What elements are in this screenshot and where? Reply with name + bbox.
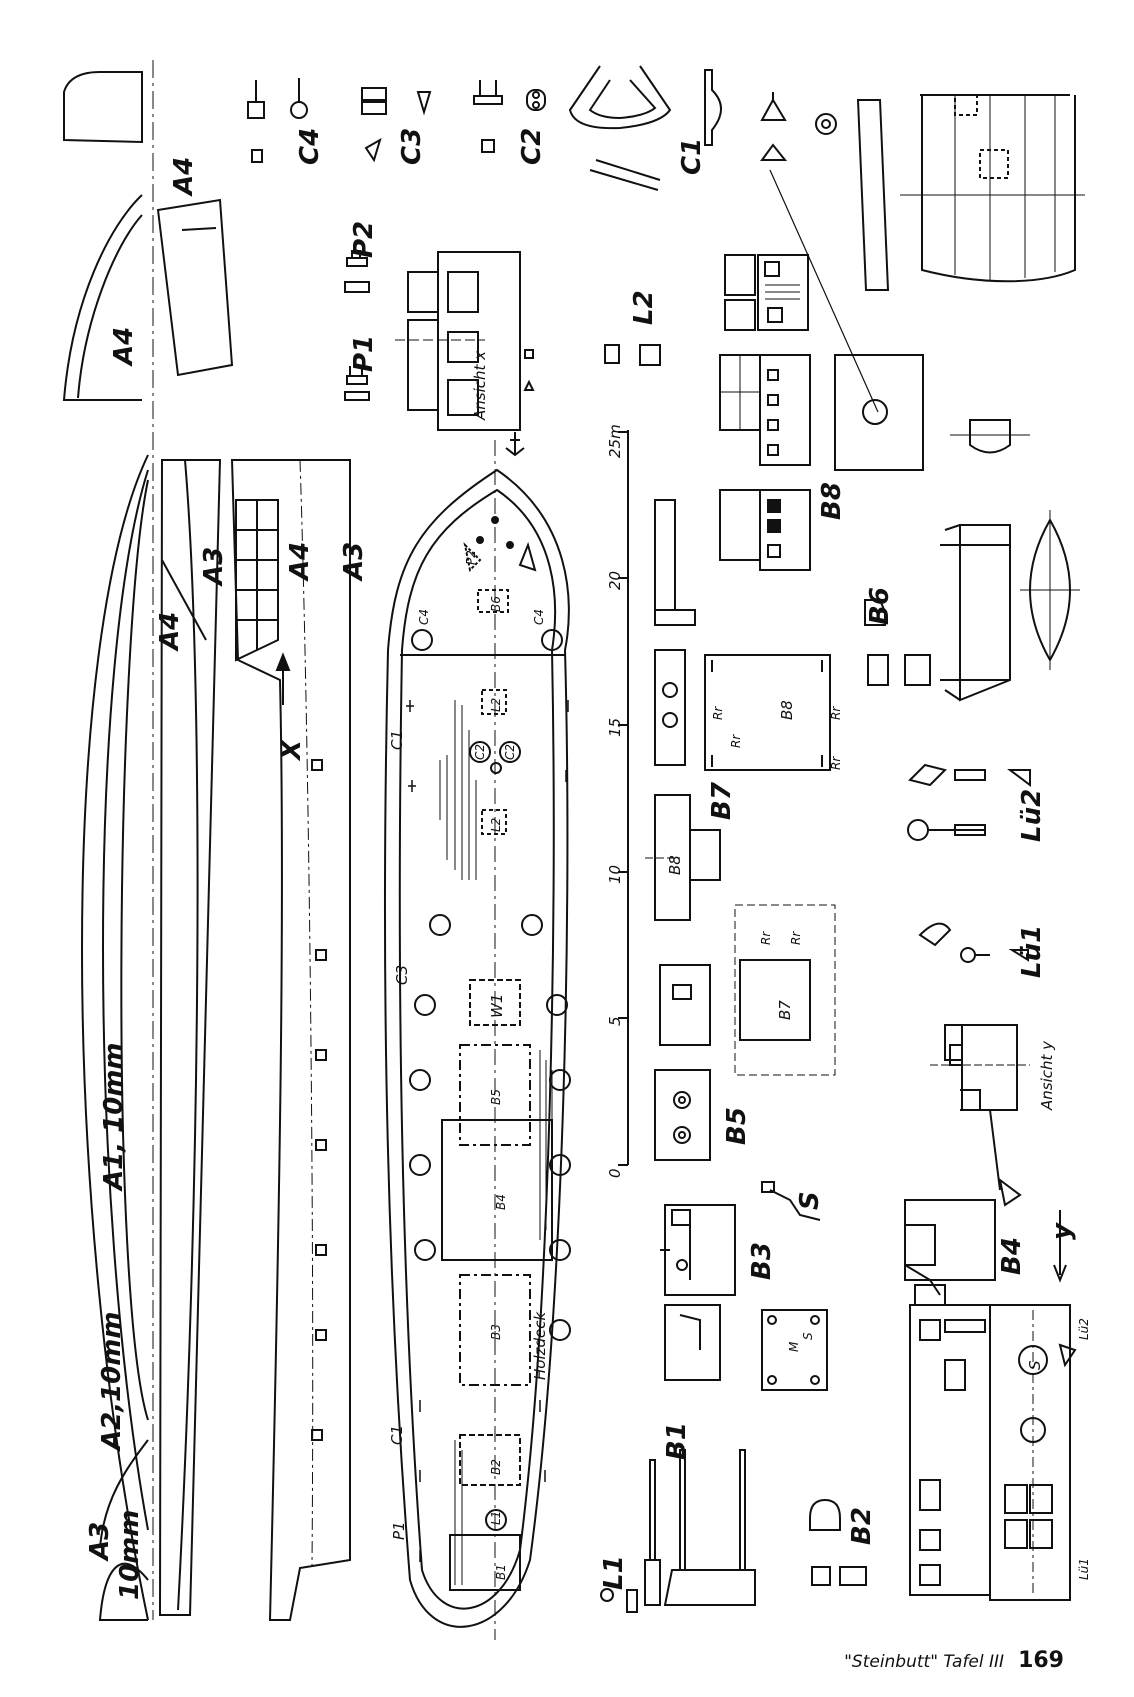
side-strips xyxy=(156,198,351,1621)
label-rr-6: Rr xyxy=(789,931,803,945)
scale-tick-20: 20 xyxy=(606,571,624,590)
scale-tick-10: 10 xyxy=(606,865,624,884)
label-rr-1: Rr xyxy=(711,706,725,720)
label-lu1-engine: Lü1 xyxy=(1077,1558,1091,1580)
b1-b2-l1-parts xyxy=(600,1449,867,1613)
label-c1: C1 xyxy=(677,138,707,175)
label-c4-deck-right: C4 xyxy=(532,609,546,625)
scale-tick-0: 0 xyxy=(606,1168,624,1178)
label-b5: B5 xyxy=(722,1107,752,1145)
label-l1: L1 xyxy=(599,1555,629,1590)
label-c3-deck: C3 xyxy=(393,965,411,985)
label-c2-deck-2: C2 xyxy=(503,744,517,760)
label-b8-side: B8 xyxy=(666,855,684,875)
page-number: 169 xyxy=(1018,1648,1064,1673)
engine-room-plan xyxy=(909,1304,1077,1601)
deck-plan xyxy=(383,432,571,1640)
plate-caption: "Steinbutt" Tafel III xyxy=(844,1652,1005,1672)
label-b6: B6 xyxy=(865,587,895,625)
scale-tick-5: 5 xyxy=(606,1016,624,1026)
label-a4-curve: A4 xyxy=(109,327,139,367)
label-s-small: S xyxy=(801,1332,815,1340)
label-l2: L2 xyxy=(629,290,659,325)
label-a2: A2,10mm xyxy=(97,1312,127,1452)
label-rr-3: Rr xyxy=(829,706,843,720)
label-b8: B8 xyxy=(817,482,847,520)
label-a4-mid: A4 xyxy=(155,612,185,652)
label-lu2-engine: Lü2 xyxy=(1077,1318,1091,1340)
label-a3-bottom: A3 xyxy=(85,1522,115,1562)
p-parts xyxy=(344,250,370,401)
label-holzdeck: Holzdeck xyxy=(531,1311,549,1380)
page-footer: "Steinbutt" Tafel III 169 xyxy=(844,1648,1064,1673)
scale-tick-15: 15 xyxy=(606,718,624,737)
label-a4-top: A4 xyxy=(169,157,199,197)
label-b3: B3 xyxy=(747,1242,777,1280)
ansicht-x xyxy=(395,251,535,431)
label-s-engine: S xyxy=(1026,1360,1044,1370)
label-b1: B1 xyxy=(662,1422,692,1460)
b3-s-parts xyxy=(660,1181,828,1391)
l2-parts xyxy=(604,344,661,366)
label-p1: P1 xyxy=(349,335,379,372)
label-w1-deck: W1 xyxy=(488,994,506,1018)
label-lu2: Lü2 xyxy=(1017,789,1047,842)
label-a4-bulwark: A4 xyxy=(285,542,315,582)
label-l1-deck: L1 xyxy=(489,1511,503,1525)
label-c2-deck-1: C2 xyxy=(473,744,487,760)
vent-parts xyxy=(907,763,1031,963)
label-ansicht-y: Ansicht y xyxy=(1038,1040,1056,1111)
label-b5-deck: B5 xyxy=(489,1089,503,1105)
label-b2-deck: B2 xyxy=(489,1459,503,1475)
label-b4: B4 xyxy=(997,1237,1027,1275)
ansicht-y-b4 xyxy=(904,1024,1067,1306)
label-b7-small: B7 xyxy=(776,1000,794,1020)
scale-tick-25m: 25m xyxy=(606,424,624,458)
b6-parts xyxy=(864,599,931,686)
label-p2-deck: P2 xyxy=(464,550,478,565)
label-b8-plan: B8 xyxy=(778,700,796,720)
hull-profiles-left xyxy=(62,60,154,1621)
label-c1-deck: C1 xyxy=(388,730,406,750)
label-c2: C2 xyxy=(517,128,547,165)
label-b3-deck: B3 xyxy=(489,1324,503,1340)
c-parts xyxy=(247,65,722,191)
b8-views xyxy=(719,92,1085,702)
label-rr-2: Rr xyxy=(729,734,743,748)
label-a1: A1, 10mm xyxy=(99,1042,129,1192)
label-p1-deck: P1 xyxy=(390,1521,408,1540)
label-a3-strip: A3 xyxy=(199,547,229,587)
label-rr-4: Rr xyxy=(829,756,843,770)
label-c4-deck-left: C4 xyxy=(417,609,431,625)
label-a3-10mm: 10mm xyxy=(115,1510,145,1600)
label-b7: B7 xyxy=(707,781,737,820)
b7-b8-elevations xyxy=(645,499,836,1161)
label-rr-5: Rr xyxy=(759,931,773,945)
label-l2-deck-2: L2 xyxy=(489,818,503,832)
label-b4-deck: B4 xyxy=(494,1194,508,1210)
label-p2: P2 xyxy=(349,221,379,258)
label-b2: B2 xyxy=(847,1507,877,1545)
label-m: M xyxy=(787,1341,801,1352)
label-a3-bulwark: A3 xyxy=(339,542,369,582)
label-c4: C4 xyxy=(295,128,325,165)
label-lu1: Lü1 xyxy=(1017,925,1047,978)
label-c3: C3 xyxy=(397,128,427,165)
label-c1-deck-aft: C1 xyxy=(388,1425,406,1445)
label-b1-deck: B1 xyxy=(494,1564,508,1580)
plan-labels: A1, 10mm A2,10mm A3 10mm A4 A4 A4 A3 A4 … xyxy=(85,128,1091,1600)
label-l2-deck-1: L2 xyxy=(489,698,503,712)
label-b6-deck: B6 xyxy=(489,596,503,612)
label-s: S xyxy=(795,1191,825,1210)
scale-bar xyxy=(618,430,629,1166)
label-y-arrow: y xyxy=(1047,1222,1077,1240)
label-ansicht-x: Ansicht x xyxy=(471,351,489,421)
label-x-arrow: X xyxy=(277,738,307,762)
